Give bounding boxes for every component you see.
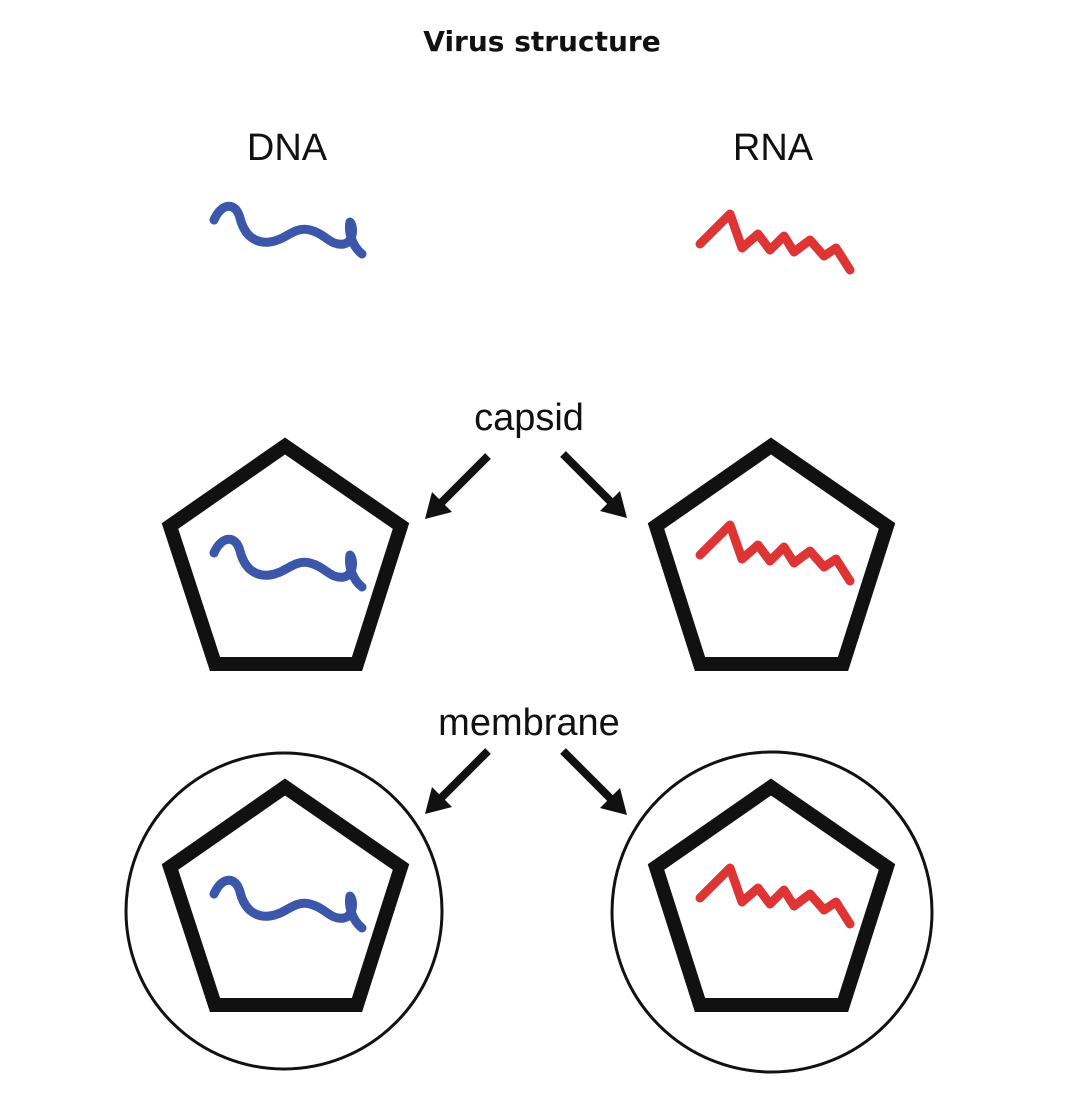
dna-strand-enveloped xyxy=(214,880,362,928)
dna-label: DNA xyxy=(247,127,328,169)
capsid-pentagon-right xyxy=(647,437,896,671)
membrane-arrow-right xyxy=(560,748,627,815)
capsid-arrow-left xyxy=(425,453,491,519)
dna-enveloped-virus xyxy=(124,751,444,1071)
rna-strand-capsid xyxy=(700,525,850,581)
rna-label: RNA xyxy=(733,127,814,169)
enveloped-capsid-pentagon-right xyxy=(647,778,896,1012)
capsid-label: capsid xyxy=(474,397,584,439)
dna-strand-top xyxy=(214,206,362,254)
rna-strand-enveloped xyxy=(700,868,850,924)
membrane-arrow-left xyxy=(425,748,491,814)
membrane-label: membrane xyxy=(438,702,620,744)
rna-capsid xyxy=(647,437,896,671)
membrane-circle-left xyxy=(124,751,444,1071)
capsid-arrow-right xyxy=(560,451,627,518)
dna-capsid xyxy=(161,437,410,671)
dna-strand-capsid xyxy=(214,539,362,587)
rna-enveloped-virus xyxy=(610,750,934,1074)
rna-strand-top xyxy=(700,214,850,270)
diagram-title: Virus structure xyxy=(423,25,660,58)
membrane-circle-right xyxy=(610,750,934,1074)
enveloped-capsid-pentagon-left xyxy=(161,778,410,1012)
capsid-pentagon-left xyxy=(161,437,410,671)
